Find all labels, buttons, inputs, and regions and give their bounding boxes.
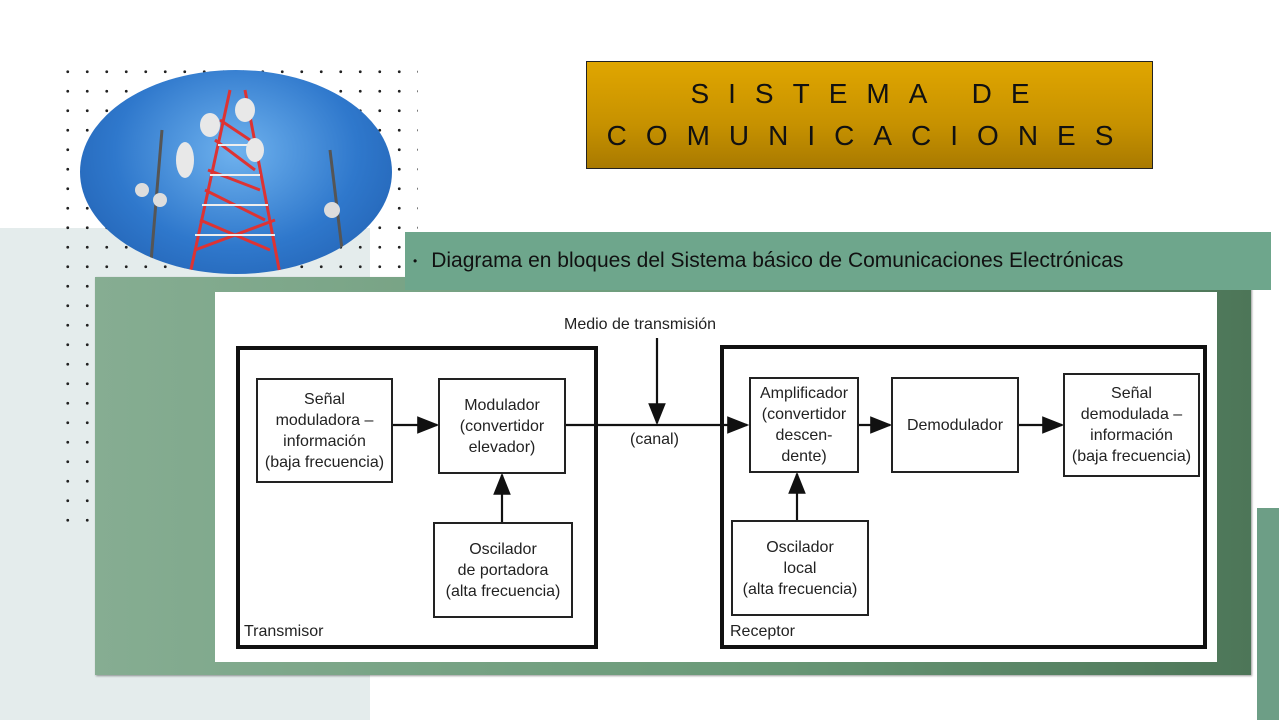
amplifier-block: Amplificador (convertidor descen- dente) [749, 377, 859, 473]
text-line: local [783, 559, 817, 577]
transmitter-block [236, 346, 598, 649]
subtitle-banner: • Diagrama en bloques del Sistema básico… [405, 232, 1271, 290]
accent-strip [1257, 508, 1279, 720]
text-line: (convertidor [459, 417, 545, 435]
antenna-tower-photo [80, 70, 392, 274]
receiver-label: Receptor [730, 623, 795, 640]
text-line: (alta frecuencia) [445, 582, 561, 600]
channel-label: (canal) [630, 431, 679, 448]
block-diagram: Medio de transmisión (canal) Transmisor … [215, 292, 1217, 662]
text-line: descen- [775, 427, 833, 444]
text-line: (convertidor [761, 406, 847, 423]
title-line-2: COMUNICACIONES [606, 120, 1133, 151]
local-oscillator-block: Oscilador local (alta frecuencia) [731, 520, 869, 616]
text-line: Amplificador [759, 385, 849, 402]
text-line: Modulador [464, 396, 540, 414]
source-signal-block: Señal moduladora – información (baja fre… [256, 378, 393, 483]
text-line: Señal [304, 390, 345, 408]
text-line: Señal [1111, 385, 1152, 402]
text-line: información [1090, 427, 1173, 444]
text-line: de portadora [457, 561, 549, 579]
subtitle-text: Diagrama en bloques del Sistema básico d… [431, 249, 1124, 272]
text-line: elevador) [468, 438, 536, 456]
modulator-block: Modulador (convertidor elevador) [438, 378, 566, 474]
output-signal-block: Señal demodulada – información (baja fre… [1063, 373, 1200, 477]
receiver-block [720, 345, 1207, 649]
diagram-connectors [392, 338, 1065, 522]
text-line: Oscilador [766, 538, 834, 556]
text-line: moduladora – [275, 411, 374, 429]
bullet-icon: • [413, 254, 418, 268]
text-line: Demodulador [906, 416, 1004, 434]
text-line: (baja frecuencia) [1071, 448, 1192, 465]
text-line: información [283, 432, 366, 450]
text-line: Oscilador [469, 540, 537, 558]
text-line: (baja frecuencia) [264, 453, 385, 471]
text-line: demodulada – [1080, 406, 1183, 423]
transmitter-label: Transmisor [244, 623, 324, 640]
slide-title: SISTEMA DE COMUNICACIONES [586, 61, 1153, 169]
medium-label: Medio de transmisión [564, 316, 717, 333]
title-line-1: SISTEMA DE [690, 78, 1049, 109]
text-line: dente) [781, 448, 827, 465]
text-line: (alta frecuencia) [742, 580, 858, 598]
demodulator-block: Demodulador [891, 377, 1019, 473]
carrier-oscillator-block: Oscilador de portadora (alta frecuencia) [433, 522, 573, 618]
